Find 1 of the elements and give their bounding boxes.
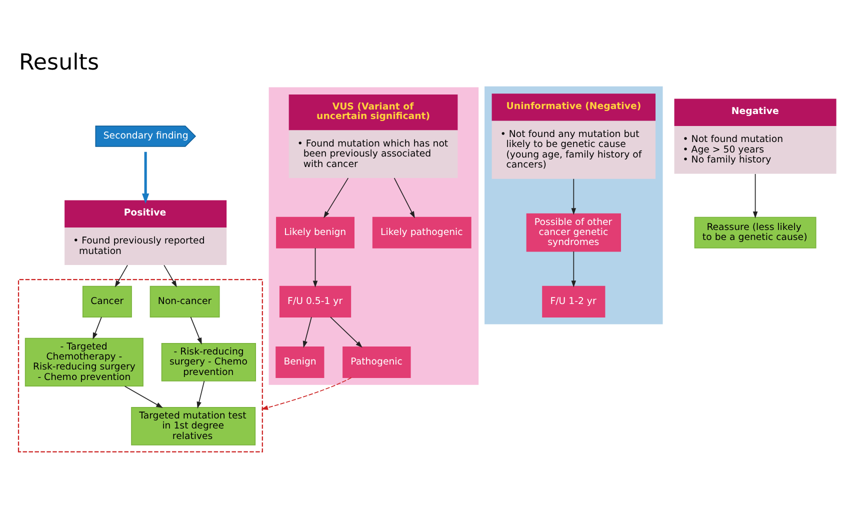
diagram-title: Results <box>19 49 100 76</box>
